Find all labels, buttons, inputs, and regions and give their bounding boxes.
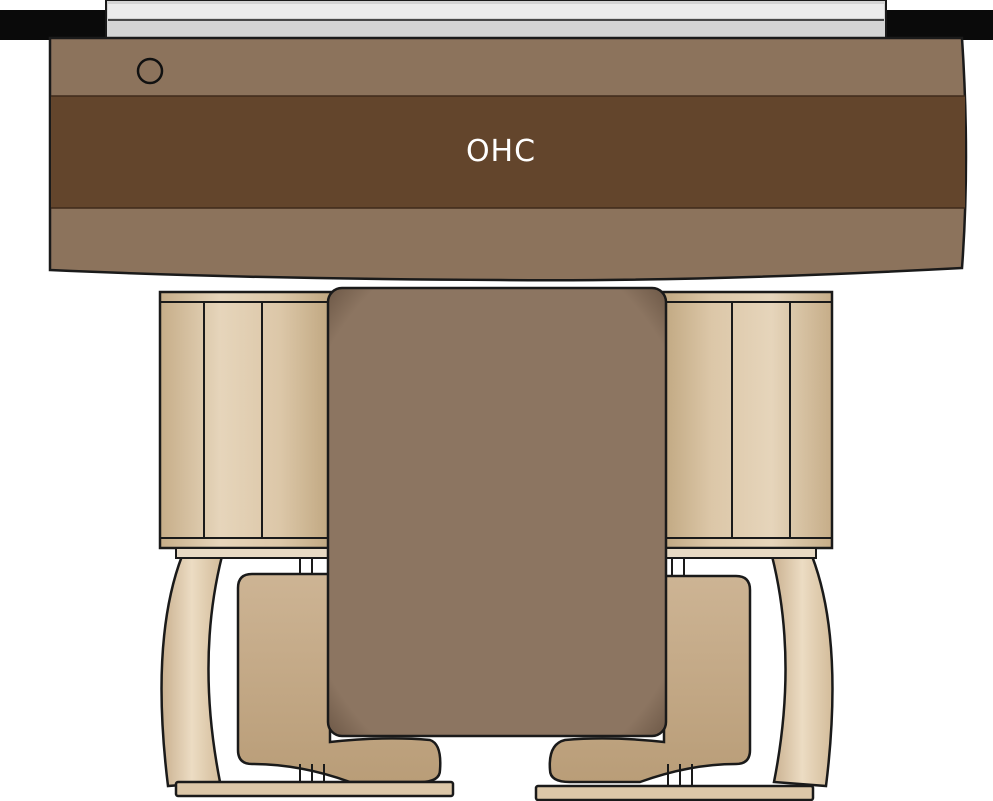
right-seat-base xyxy=(534,784,815,801)
overhead-cabinet: OHC xyxy=(48,36,968,282)
ceiling-rail xyxy=(0,0,993,40)
left-seat-base xyxy=(174,780,455,798)
right-seat xyxy=(534,290,834,801)
right-seat-back xyxy=(658,290,834,550)
left-seat-back xyxy=(158,290,334,550)
left-seat xyxy=(158,290,455,798)
ohc-label: OHC xyxy=(466,134,536,169)
right-seat-cushion xyxy=(548,574,752,784)
cabinet-band xyxy=(51,96,965,208)
center-tray-table xyxy=(326,286,668,738)
rail-cap-highlight xyxy=(108,4,884,18)
left-seat-leg xyxy=(160,554,224,788)
tray-table-surface xyxy=(326,286,668,738)
right-back-collar xyxy=(659,547,817,559)
right-seat-leg xyxy=(770,554,834,788)
left-back-collar xyxy=(175,547,333,559)
cabinet-latch-icon xyxy=(136,57,164,85)
